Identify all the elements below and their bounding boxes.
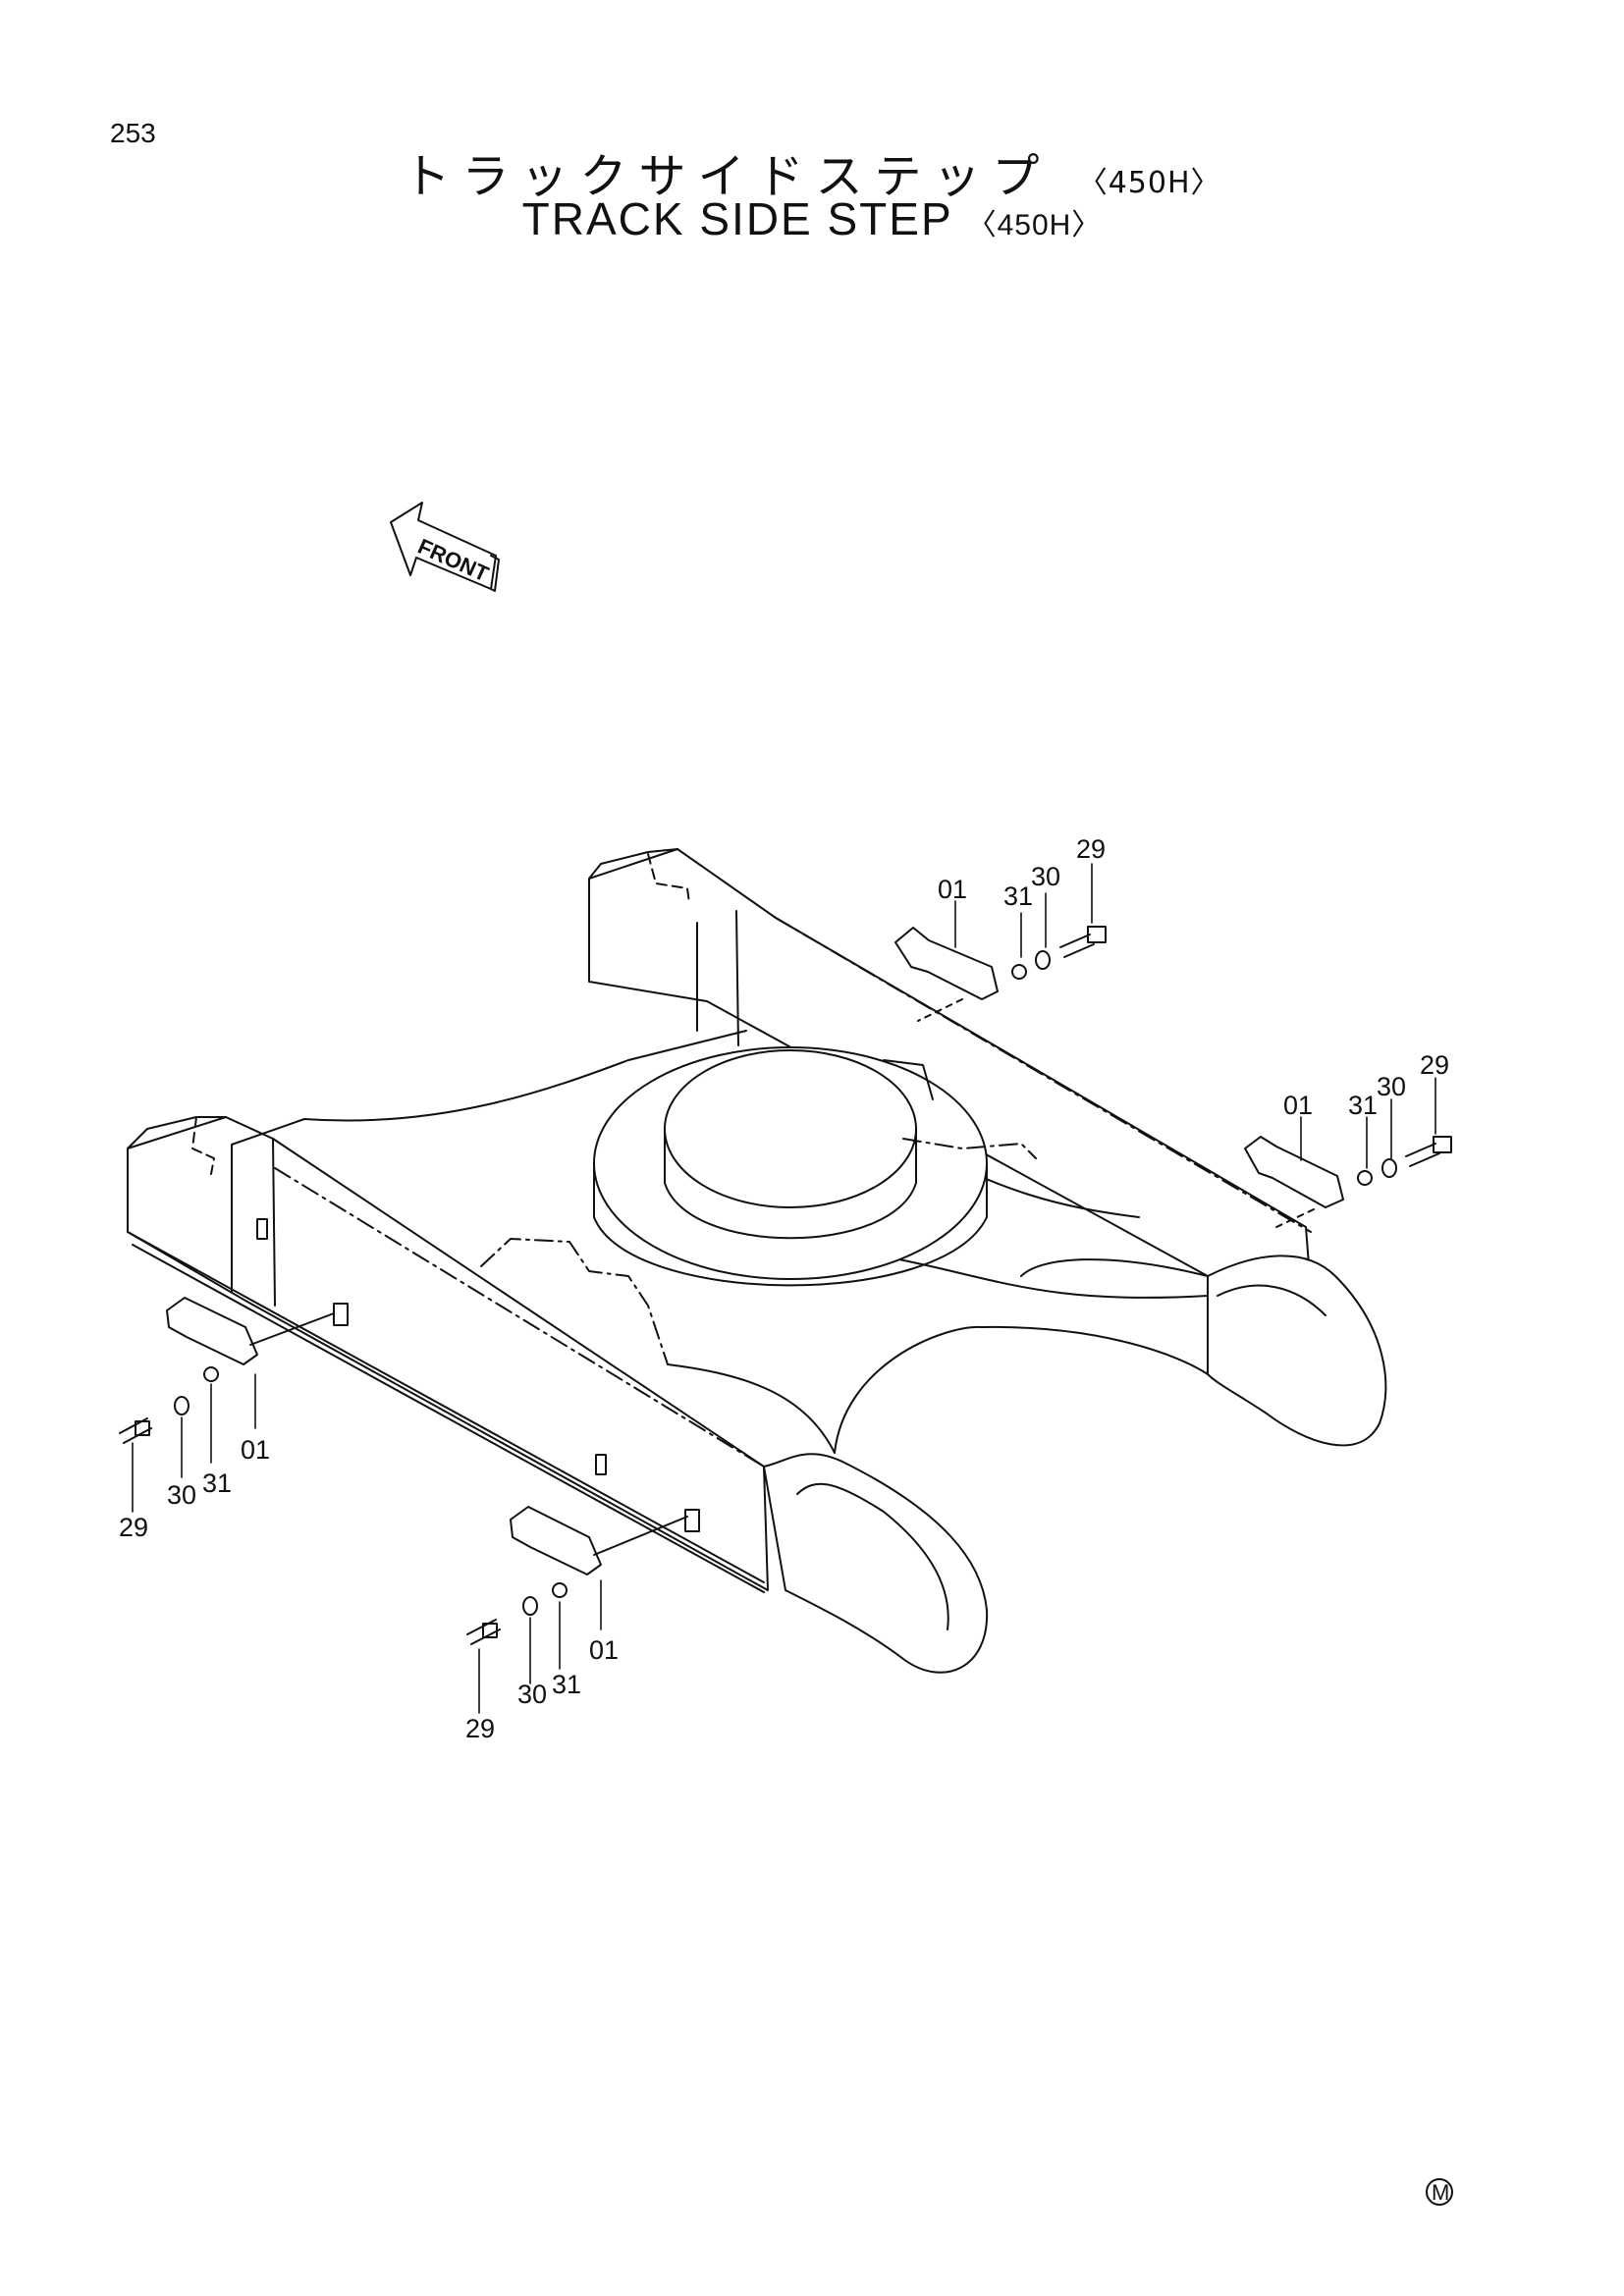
callout-d-washer-small: 31 (552, 1670, 581, 1699)
callout-d-washer: 30 (517, 1680, 547, 1709)
title-japanese-variant: 〈450H〉 (1077, 166, 1221, 200)
callout-b-washer: 30 (1377, 1072, 1406, 1101)
callout-c-bolt: 29 (119, 1513, 148, 1542)
title-japanese-text: トラックサイドステップ (403, 149, 1052, 204)
callout-c-washer: 30 (167, 1480, 196, 1510)
front-arrow-icon (390, 502, 500, 592)
callout-b-washer-small: 31 (1348, 1091, 1378, 1120)
step-assembly-b (1244, 1136, 1452, 1228)
callout-d-part: 01 (589, 1635, 619, 1665)
callout-a-washer: 30 (1031, 862, 1060, 891)
callout-a-washer-small: 31 (1003, 881, 1033, 911)
callout-d-bolt: 29 (465, 1714, 495, 1743)
step-assembly-a (894, 926, 1107, 1022)
title-japanese: トラックサイドステップ 〈450H〉 (0, 137, 1624, 206)
title-english: TRACK SIDE STEP 〈450H〉 (0, 192, 1624, 245)
footer-mark-letter: M (1432, 2180, 1449, 2205)
callout-b-bolt: 29 (1420, 1050, 1449, 1080)
step-assembly-d (466, 1506, 688, 1645)
footer-circled-mark-icon: M (1426, 2178, 1453, 2206)
title-english-variant: 〈450H〉 (966, 209, 1103, 241)
page-number: 253 (110, 118, 156, 148)
track-frame-body (127, 848, 1387, 1674)
callout-a-part: 01 (938, 875, 967, 904)
callout-b-part: 01 (1283, 1091, 1313, 1120)
callout-leaders (132, 863, 1436, 1714)
callout-a-bolt: 29 (1076, 834, 1106, 864)
title-english-text: TRACK SIDE STEP (521, 193, 952, 244)
callout-c-part: 01 (241, 1435, 270, 1465)
step-assembly-c (119, 1297, 335, 1444)
callout-c-washer-small: 31 (202, 1468, 232, 1498)
